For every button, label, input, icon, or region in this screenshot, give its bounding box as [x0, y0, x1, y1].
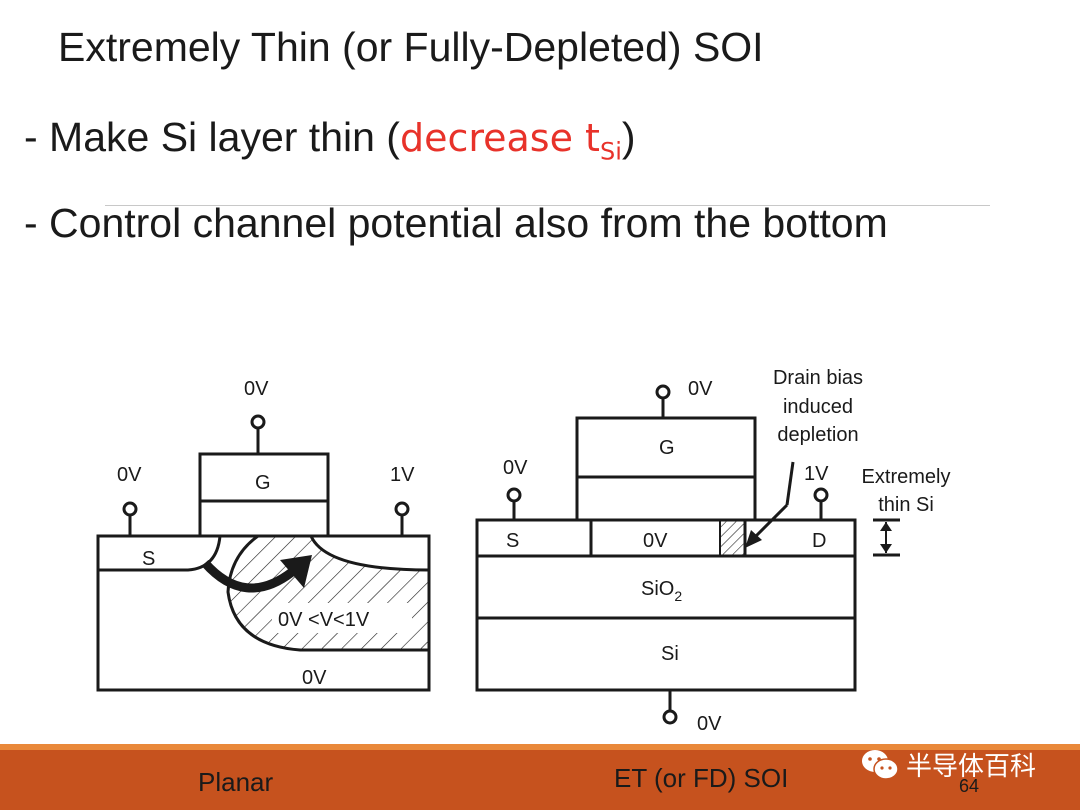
- soi-drain-label: D: [812, 530, 826, 552]
- divider-line: [105, 205, 990, 206]
- soi-buried-oxide: [475, 554, 857, 620]
- wechat-icon: [862, 749, 899, 780]
- footer-planar-label: Planar: [198, 767, 274, 797]
- page-number: 64: [959, 776, 980, 796]
- planar-source-terminal: [122, 501, 138, 517]
- planar-carrier-arrow: [201, 559, 295, 593]
- planar-substrate-voltage: 0V: [302, 667, 327, 689]
- soi-gate-voltage: 0V: [688, 378, 713, 400]
- soi-gate-terminal: [655, 384, 671, 400]
- soi-gate: [575, 416, 757, 522]
- planar-source-label: S: [142, 548, 155, 570]
- soi-gate-label: G: [659, 437, 675, 459]
- planar-gate-voltage: 0V: [244, 378, 269, 400]
- planar-arrow-head: [280, 555, 312, 588]
- soi-substrate: [475, 616, 857, 692]
- bullet-highlight: decrease tSi: [399, 116, 622, 166]
- bullet-suffix: ): [621, 114, 636, 160]
- planar-device: 0V 0V 1V G S 0V <V<1V 0V: [96, 378, 431, 692]
- footer-accent-line: [0, 744, 1080, 750]
- device-diagrams: 0V 0V 1V G S 0V <V<1V 0V: [96, 367, 951, 735]
- soi-annotation-line2: induced: [783, 396, 853, 418]
- planar-drain-voltage: 1V: [390, 464, 415, 486]
- bullet-prefix: - Make Si layer thin (: [24, 114, 400, 160]
- planar-depletion-boundary: [226, 534, 429, 652]
- watermark: 半导体百科: [860, 746, 1036, 783]
- soi-device: 0V 0V 1V G S 0V D SiO2 Si 0V Drain bias …: [475, 367, 951, 735]
- soi-thickness-line1: Extremely: [862, 466, 951, 488]
- bullet-highlight-subscript: Si: [599, 137, 622, 166]
- planar-drain-terminal: [394, 501, 410, 517]
- soi-annotation-line3: depletion: [777, 424, 858, 446]
- soi-channel-label: 0V: [643, 530, 668, 552]
- slide-title: Extremely Thin (or Fully-Depleted) SOI: [58, 24, 764, 70]
- soi-source-voltage: 0V: [503, 457, 528, 479]
- footer-bar: [0, 750, 1080, 810]
- soi-drain-terminal: [813, 487, 829, 503]
- watermark-text: 半导体百科: [906, 752, 1037, 782]
- soi-drain-depletion: [719, 519, 746, 557]
- planar-gate-label: G: [255, 472, 271, 494]
- planar-depletion-label: 0V <V<1V: [278, 609, 370, 631]
- soi-drain-voltage: 1V: [804, 463, 829, 485]
- soi-substrate-voltage: 0V: [697, 713, 722, 735]
- soi-oxide-label: SiO2: [641, 578, 682, 604]
- bullet-thin-si: - Make Si layer thin (decrease tSi): [24, 114, 636, 166]
- soi-annotation-arrow: [750, 503, 789, 542]
- soi-source-label: S: [506, 530, 519, 552]
- planar-label-backing: [272, 603, 412, 633]
- planar-source-voltage: 0V: [117, 464, 142, 486]
- soi-substrate-terminal: [662, 709, 678, 725]
- soi-annotation-line1: Drain bias: [773, 367, 863, 389]
- planar-drain-junction: [309, 535, 430, 572]
- soi-thickness-line2: thin Si: [878, 494, 934, 516]
- planar-gate-terminal: [250, 414, 266, 430]
- bullet-bottom-control: - Control channel potential also from th…: [24, 200, 888, 246]
- planar-gate: [198, 452, 330, 538]
- soi-source-terminal: [506, 487, 522, 503]
- soi-substrate-label: Si: [661, 643, 679, 665]
- footer-soi-label: ET (or FD) SOI: [614, 763, 789, 793]
